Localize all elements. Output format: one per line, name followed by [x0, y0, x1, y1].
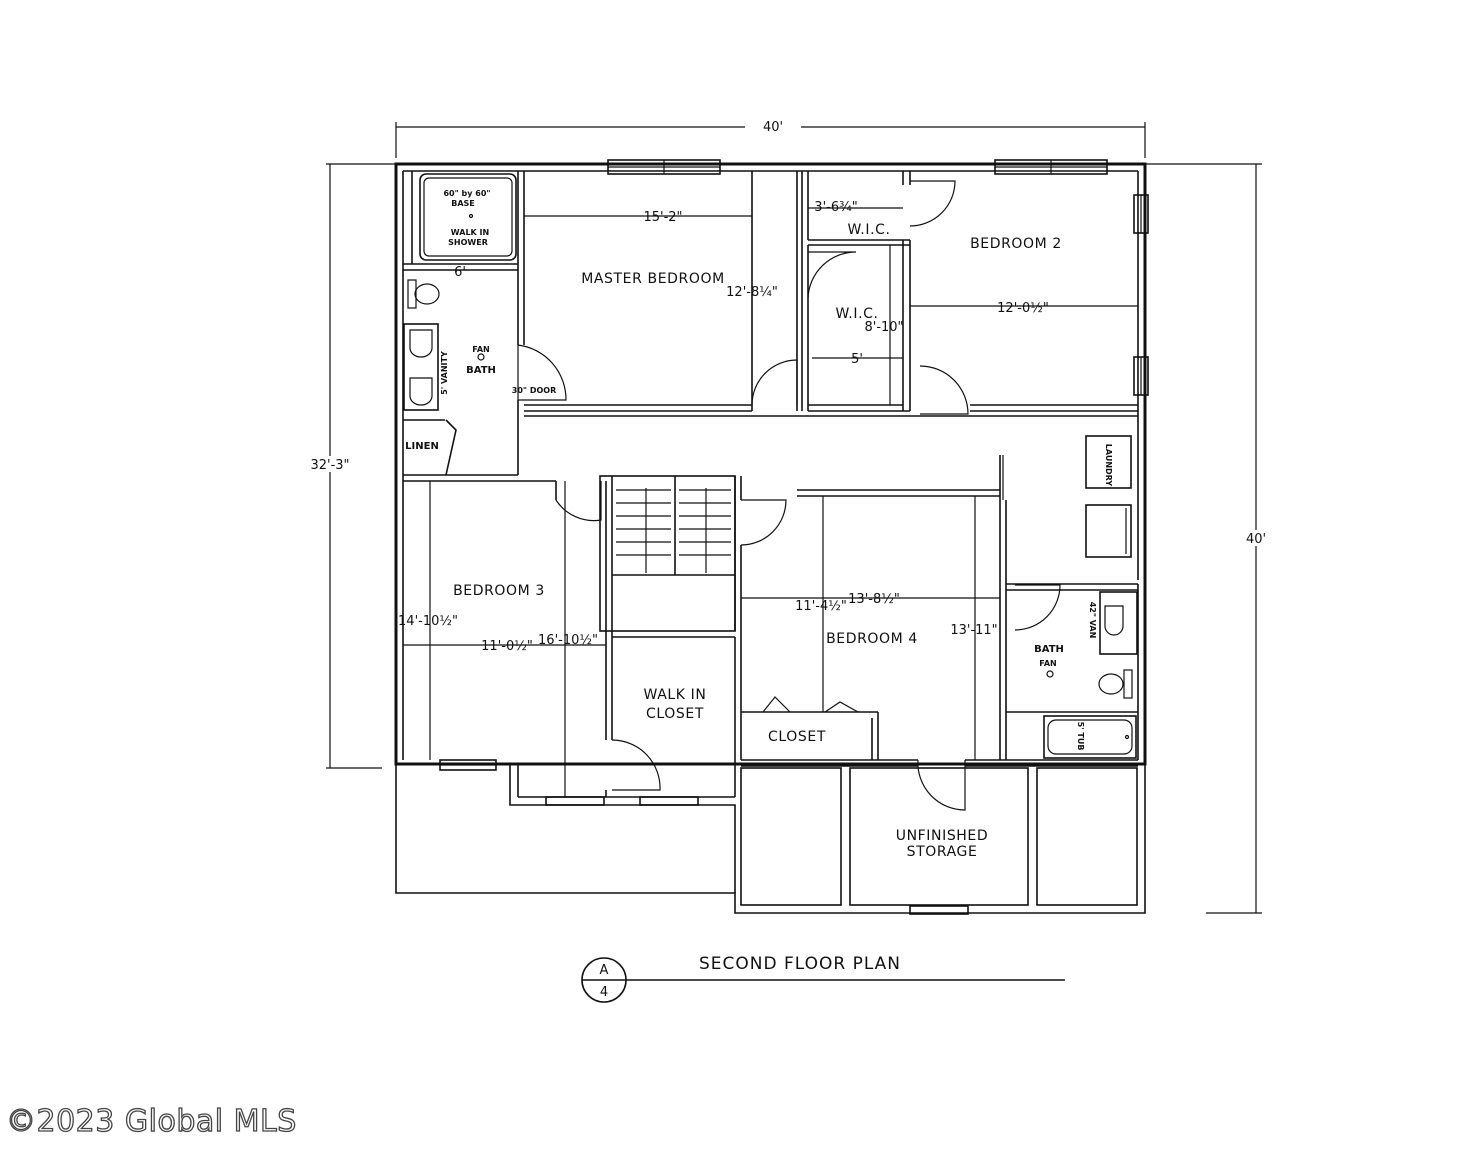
- room-label-wic-upper: W.I.C.: [847, 222, 890, 238]
- section-marker-bottom: 4: [600, 985, 608, 1000]
- fixtures: [403, 173, 1138, 759]
- room-label-storage-line2: STORAGE: [907, 844, 978, 860]
- room-label-bedroom-4: BEDROOM 4: [826, 631, 918, 647]
- fan-label-bath-2: FAN: [1039, 659, 1056, 668]
- fan-label-master: FAN: [472, 345, 489, 354]
- shower-label-4: SHOWER: [448, 238, 488, 247]
- dim-wic-lower-depth: 8'-10": [864, 320, 903, 335]
- shower-label-1: 60" by 60": [443, 189, 490, 198]
- shower-label-2: BASE: [451, 199, 475, 208]
- watermark: ©2023 Global MLS: [5, 1103, 297, 1139]
- vanity-label-bath-2: 42" VAN: [1088, 602, 1097, 639]
- room-label-walk-in-closet-line2: CLOSET: [646, 706, 704, 722]
- laundry-label: LAUNDRY: [1104, 444, 1113, 487]
- exterior-walls: [394, 162, 1147, 914]
- dim-master-depth: 12'-8¼": [726, 285, 778, 300]
- vanity-label-master: 5' VANITY: [440, 351, 449, 395]
- room-label-bedroom-2: BEDROOM 2: [970, 236, 1062, 252]
- windows: [439, 159, 1149, 915]
- interior-dimension-lines: [403, 207, 1138, 797]
- room-label-master-bedroom: MASTER BEDROOM: [581, 271, 725, 287]
- section-marker-top: A: [600, 963, 609, 978]
- shower-label-3: WALK IN: [451, 228, 489, 237]
- dim-bedroom-3-c: 16'-10½": [538, 633, 598, 648]
- dim-bedroom-3-a: 14'-10½": [398, 614, 458, 629]
- dim-bedroom-3-b: 11'-0½": [481, 639, 533, 654]
- dim-shower-width: 6': [454, 265, 466, 280]
- dim-bedroom-2-width: 12'-0½": [997, 301, 1049, 316]
- room-label-wic-lower: W.I.C.: [835, 306, 878, 322]
- room-label-storage-line1: UNFINISHED: [896, 828, 989, 844]
- overall-depth-left: 32'-3": [310, 458, 349, 473]
- doors: [517, 180, 1061, 811]
- overall-width-top: 40': [763, 120, 783, 135]
- dim-bedroom-4-a: 11'-4½": [795, 599, 847, 614]
- tub-label: 5' TUB: [1076, 722, 1085, 751]
- room-label-master-bath: BATH: [466, 365, 496, 376]
- dim-master-width: 15'-2": [643, 210, 682, 225]
- dim-bedroom-4-b: 13'-8½": [848, 592, 900, 607]
- room-label-bedroom-3: BEDROOM 3: [453, 583, 545, 599]
- dim-wic-lower-width: 5': [851, 352, 863, 367]
- overall-depth-right: 40': [1246, 532, 1266, 547]
- plan-title: SECOND FLOOR PLAN: [699, 954, 901, 974]
- room-label-closet: CLOSET: [768, 729, 826, 745]
- dim-bedroom-4-c: 13'-11": [950, 623, 997, 638]
- room-label-bath-2: BATH: [1034, 644, 1064, 655]
- section-marker: A 4: [581, 957, 1065, 1003]
- door-label-30: 30" DOOR: [512, 386, 557, 395]
- dim-wic-upper: 3'-6¾": [814, 200, 857, 215]
- room-label-walk-in-closet-line1: WALK IN: [644, 687, 707, 703]
- room-label-linen: LINEN: [405, 441, 439, 452]
- interior-walls: [403, 171, 1139, 906]
